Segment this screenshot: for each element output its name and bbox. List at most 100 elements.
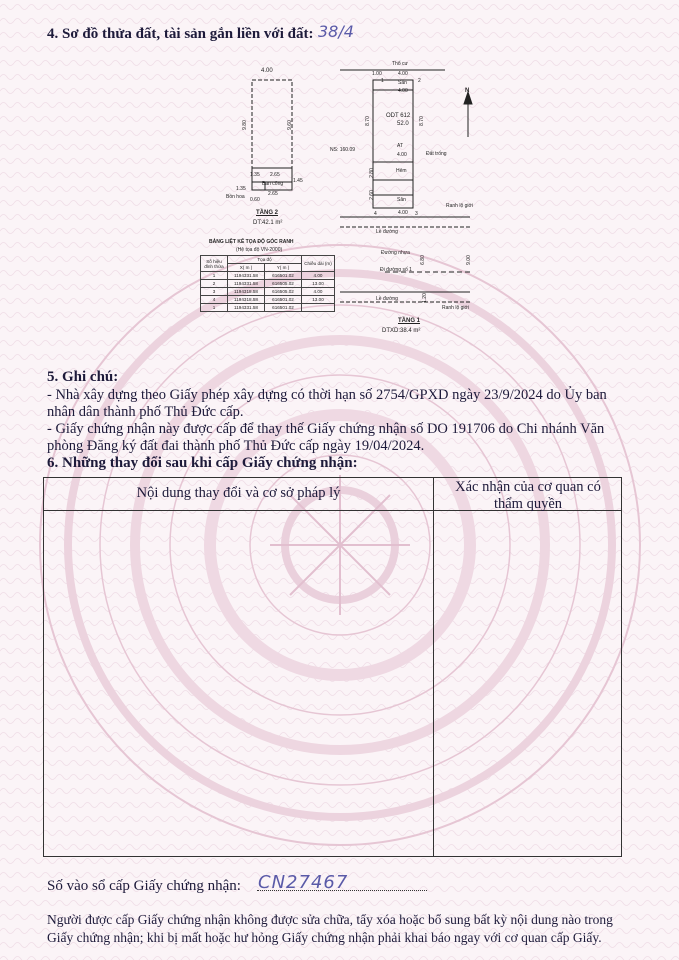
f1-v1: 2.80: [368, 168, 375, 178]
floor1-outline: [340, 69, 470, 303]
f2-bottom-a: 1.35: [250, 172, 260, 178]
f1-ranh-top: Ranh lộ giới: [446, 203, 473, 209]
cell-len: [301, 303, 335, 312]
cell-pt: 4: [200, 295, 228, 304]
f1-top-b: 4.00: [398, 71, 408, 77]
f2-bottom-e: 0.60: [250, 197, 260, 203]
f1-width1: 4.00: [398, 88, 408, 94]
changes-col-confirm: Xác nhận của cơ quan có thẩm quyền: [455, 479, 601, 512]
f1-w-road: 6.80: [419, 255, 426, 265]
f1-san-bottom: Sân: [397, 197, 406, 203]
section-6-heading: 6. Những thay đổi sau khi cấp Giấy chứng…: [47, 455, 358, 471]
changes-col-content: Nội dung thay đổi và cơ sở pháp lý: [136, 485, 341, 501]
f1-pt-1: 1: [381, 78, 384, 84]
cell-y: 616501.02: [264, 271, 302, 280]
section-4-heading: 4. Sơ đồ thửa đất, tài sản gắn liền với …: [47, 26, 314, 42]
f1-dat-trong: Đất trống: [426, 151, 447, 157]
registry-dotted-line: [257, 890, 427, 891]
coord-head-len: Chiều dài (m): [301, 255, 335, 272]
coord-table-title: BẢNG LIỆT KÊ TỌA ĐỘ GÓC RANH: [209, 239, 294, 245]
f1-width2: 4.00: [397, 152, 407, 158]
f1-a-label: AT: [397, 143, 404, 149]
f2-area: DT:42.1 m²: [253, 220, 283, 226]
coord-table: Số hiệu đỉnh thửa Tọa độ Chiều dài (m) X…: [200, 255, 335, 312]
cell-pt: 2: [200, 279, 228, 288]
f2-label-bonhoa: Bồn hoa: [226, 194, 245, 200]
note-2: - Giấy chứng nhận này được cấp để thay t…: [47, 421, 605, 454]
cell-y: 616505.02: [264, 279, 302, 288]
coord-head-coord: Tọa độ: [227, 255, 302, 264]
cell-x: 1194318.58: [227, 295, 265, 304]
coord-table-subtitle: (Hệ tọa độ VN-2000): [236, 247, 283, 253]
f1-v2: 2.60: [368, 190, 375, 200]
cell-y: 616505.02: [264, 287, 302, 296]
f2-left-len: 9.80: [241, 120, 248, 130]
f1-w-small: 1.20: [421, 293, 428, 303]
f1-le-duong-2: Lề đường: [376, 296, 398, 302]
handwritten-number: 38/4: [318, 22, 354, 41]
f1-di-duong: Đi đường số 1: [380, 267, 412, 273]
registry-label: Số vào sổ cấp Giấy chứng nhận:: [47, 878, 241, 894]
north-label: N: [465, 88, 470, 94]
f2-label-bancong: Ban công: [262, 181, 284, 187]
f1-ranh-bottom: Ranh lộ giới: [442, 305, 469, 311]
f2-side: 1.45: [293, 178, 303, 184]
cell-x: 1194331.58: [227, 279, 265, 288]
cell-y: 616501.02: [264, 303, 302, 312]
f1-w-total: 9.00: [465, 255, 472, 265]
f1-right-len: 8.70: [418, 116, 425, 126]
f1-duong-nhua: Đường nhựa: [381, 250, 410, 256]
f2-bottom-b: 2.65: [270, 172, 280, 178]
f2-top-width: 4.00: [261, 68, 273, 74]
cell-y: 616501.02: [264, 295, 302, 304]
cell-pt: 1: [200, 303, 228, 312]
changes-table: Nội dung thay đổi và cơ sở pháp lý Xác n…: [43, 477, 622, 857]
f2-bottom-c: 1.35: [236, 186, 246, 192]
f2-right-len: 9.60: [286, 120, 293, 130]
coord-head-pt: Số hiệu đỉnh thửa: [200, 255, 228, 272]
coord-head-y: Y( m ): [264, 263, 302, 272]
f1-left-len: 8.70: [364, 116, 371, 126]
cell-x: 1194331.58: [227, 271, 265, 280]
site-diagram: [251, 69, 473, 303]
section-5-heading: 5. Ghi chú:: [47, 369, 119, 385]
cell-len: 13.00: [301, 279, 335, 288]
f1-parcel-id: ODT 612: [386, 113, 411, 119]
f1-pt-2: 2: [418, 78, 421, 84]
cell-len: 4.00: [301, 287, 335, 296]
floor2-outline: [251, 79, 293, 191]
header-divider: [44, 510, 621, 511]
f1-parcel-area: 52.0: [397, 121, 409, 127]
cell-x: 1194318.58: [227, 287, 265, 296]
coord-head-x: X( m ): [227, 263, 265, 272]
f2-bottom-d: 2.65: [268, 191, 278, 197]
note-1: - Nhà xây dựng theo Giấy phép xây dựng c…: [47, 387, 607, 420]
cell-len: 4.00: [301, 271, 335, 280]
f1-title: TẦNG 1: [398, 318, 421, 324]
f1-hem: Hẻm: [396, 168, 407, 174]
cell-pt: 1: [200, 271, 228, 280]
footer-disclaimer: Người được cấp Giấy chứng nhận không đượ…: [47, 912, 613, 945]
f2-title: TẦNG 2: [256, 210, 279, 216]
f1-pt-3: 3: [415, 211, 418, 217]
f1-ns-label: NS: 160.09: [330, 147, 356, 153]
cell-pt: 3: [200, 287, 228, 296]
column-divider: [433, 478, 434, 856]
f1-pt-4: 4: [374, 211, 377, 217]
f1-top-a: 1.00: [372, 71, 382, 77]
f1-width3: 4.00: [398, 210, 408, 216]
cell-len: 13.00: [301, 295, 335, 304]
cell-x: 1194331.58: [227, 303, 265, 312]
f1-area: DTXD:38.4 m²: [382, 328, 421, 334]
f1-le-duong: Lề đường: [376, 229, 398, 235]
registry-number: CN27467: [258, 872, 349, 893]
north-arrow-icon: [463, 90, 473, 137]
f1-san-top: Sân: [398, 80, 407, 86]
f1-label-top: Thổ cư: [392, 61, 408, 67]
